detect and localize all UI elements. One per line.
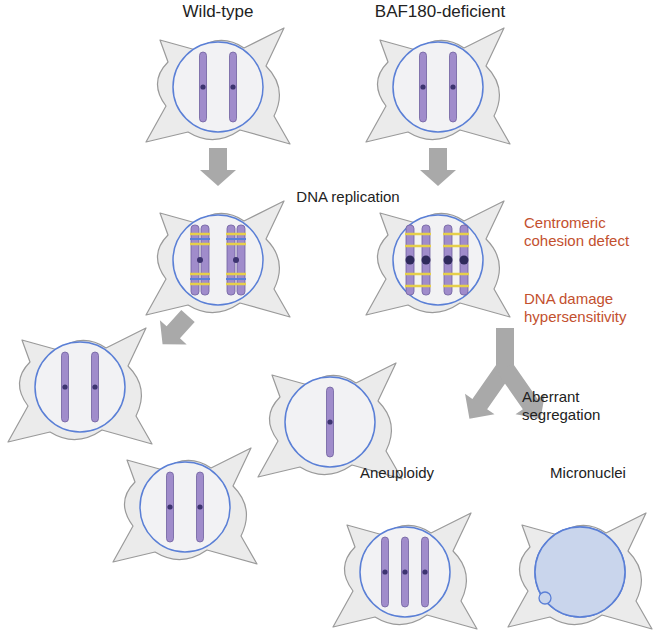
outcome-label: Aberrant segregation: [522, 388, 642, 424]
outcome-label: Aneuploidy: [342, 464, 452, 482]
defect-label: Centromeric cohesion defect: [524, 214, 654, 250]
column-heading: BAF180-deficient: [350, 2, 530, 22]
defect-label: DNA damage hypersensitivity: [524, 290, 654, 326]
outcome-label: Micronuclei: [533, 464, 643, 482]
step-label: DNA replication: [273, 188, 423, 206]
column-heading: Wild-type: [148, 2, 288, 22]
